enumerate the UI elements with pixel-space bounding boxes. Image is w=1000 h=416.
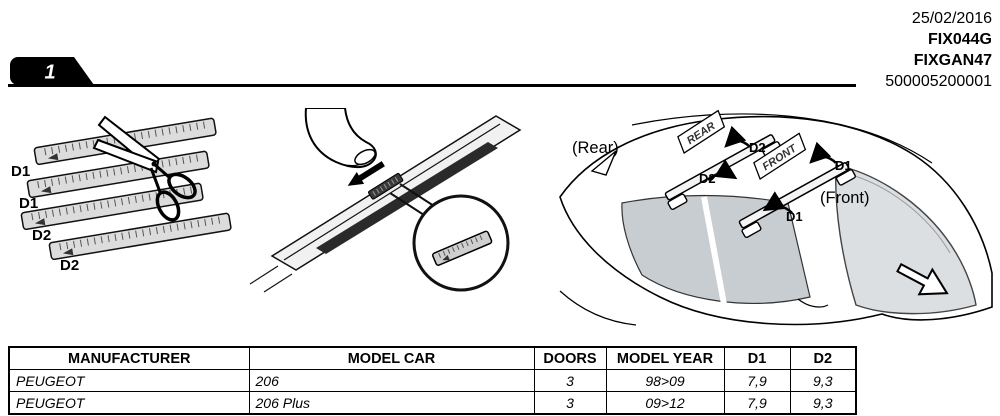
d2-top-label: D2 [749,140,766,155]
rear-label: (Rear) [572,139,619,157]
step-tab: 1 [10,57,94,85]
doc-code-primary: FIX044G [927,31,992,48]
insert-arrow-icon [347,161,385,186]
col-header-d2: D2 [789,346,857,370]
doc-date: 25/02/2016 [911,10,992,27]
table-row: PEUGEOT 206 Plus 3 09>12 7,9 9,3 [8,391,857,415]
cell-manufacturer: PEUGEOT [8,369,250,392]
header-rule [8,84,856,87]
cell-doors: 3 [533,391,607,415]
d1-top-label: D1 [835,158,852,173]
roof-bar [249,115,522,293]
strip-in-channel [368,172,404,200]
hand-icon [304,108,377,169]
col-header-doors: DOORS [533,346,607,370]
windshield [835,164,977,315]
table-header-row: MANUFACTURER MODEL CAR DOORS MODEL YEAR … [8,346,857,370]
cell-doors: 3 [533,369,607,392]
magnified-strip [432,230,493,266]
col-header-model-year: MODEL YEAR [605,346,725,370]
direction-arrow-icon [896,262,949,296]
antenna [590,150,617,176]
figure-insert-strip [249,108,522,293]
table-row: PEUGEOT 206 3 98>09 7,9 9,3 [8,369,857,392]
figure-cut-strips: D1 D1 D2 D2 [11,115,232,274]
front-crossbar [738,162,856,239]
cell-d2: 9,3 [789,391,857,415]
col-header-model-car: MODEL CAR [248,346,535,370]
figure-car-roof: REAR FRONT (Rear) (Front) D2 D2 D1 D1 [559,109,993,326]
cell-model-car: 206 [248,369,535,392]
doc-serial-number: 500005200001 [885,73,992,90]
strip-label-d1-b: D1 [19,195,38,212]
strip-label-d2-a: D2 [32,227,51,244]
step-tab-shape [10,57,94,85]
col-header-manufacturer: MANUFACTURER [8,346,250,370]
col-header-d1: D1 [723,346,791,370]
cell-model-year: 98>09 [605,369,725,392]
strip-label-d1-a: D1 [11,163,30,180]
curved-arrow-icons [707,125,837,214]
cell-manufacturer: PEUGEOT [8,391,250,415]
cell-d1: 7,9 [723,391,791,415]
fitment-table: MANUFACTURER MODEL CAR DOORS MODEL YEAR … [8,346,857,415]
cell-model-year: 09>12 [605,391,725,415]
scissors-icon [92,115,197,222]
document-codes: 25/02/2016 FIX044G FIXGAN47 500005200001 [885,8,992,92]
strip-label-d2-b: D2 [60,257,79,274]
cell-d1: 7,9 [723,369,791,392]
step-number: 1 [44,62,55,84]
rubber-strip [26,150,210,199]
front-label: (Front) [820,189,870,207]
doc-code-secondary: FIXGAN47 [913,52,992,69]
rubber-strip [48,212,232,261]
magnifier-detail [389,183,510,292]
cell-d2: 9,3 [789,369,857,392]
d2-bottom-label: D2 [699,171,716,186]
cell-model-car: 206 Plus [248,391,535,415]
mirror [797,298,829,308]
